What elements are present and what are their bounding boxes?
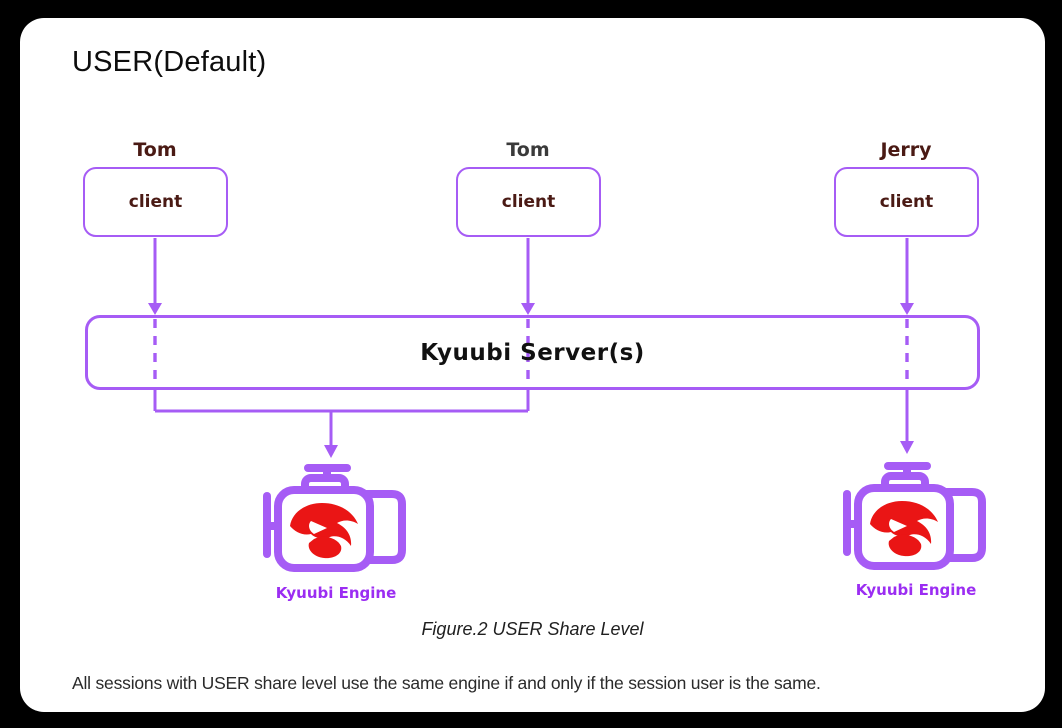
description-text: All sessions with USER share level use t… [72, 673, 821, 693]
user-label-tom-2: Tom [506, 139, 550, 161]
client-box-1: client [83, 167, 228, 237]
kyuubi-server-box [85, 315, 980, 390]
kyuubi-server-label: Kyuubi Server(s) [420, 339, 645, 366]
client-box-label: client [501, 192, 556, 212]
client-box-label: client [879, 192, 934, 212]
engine-label-left: Kyuubi Engine [275, 584, 397, 602]
client-box-label: client [128, 192, 183, 212]
user-label-jerry: Jerry [880, 139, 932, 161]
content-card: USER(Default) Tom Tom Jerry client clien… [20, 18, 1045, 712]
kyuubi-engine-icon-left [262, 460, 410, 578]
client-box-3: client [834, 167, 979, 237]
kyuubi-engine-icon-right [842, 458, 990, 576]
user-label-tom-1: Tom [133, 139, 177, 161]
figure-caption: Figure.2 USER Share Level [421, 619, 644, 639]
page-title: USER(Default) [72, 46, 267, 78]
engine-label-right: Kyuubi Engine [855, 581, 977, 599]
client-box-2: client [456, 167, 601, 237]
